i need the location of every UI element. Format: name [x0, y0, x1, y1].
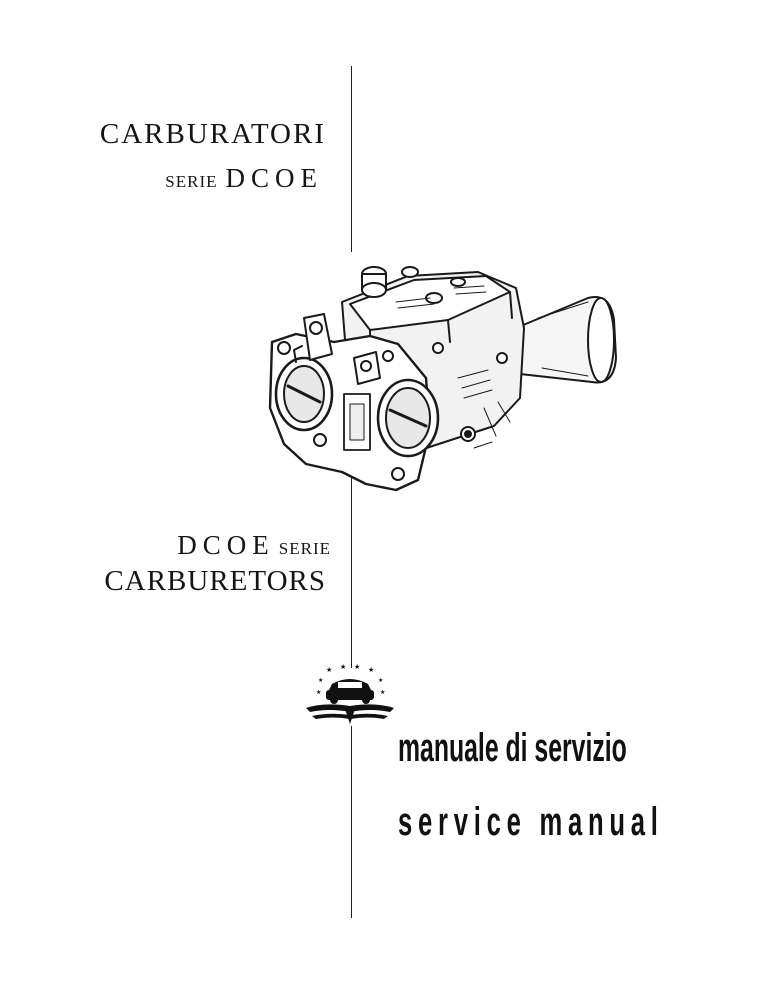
- svg-text:★: ★: [318, 677, 323, 684]
- vertical-divider-top: [351, 66, 352, 252]
- svg-text:★: ★: [378, 677, 383, 684]
- manual-title-italian: manuale di servizio: [398, 726, 627, 770]
- svg-text:★: ★: [354, 663, 360, 671]
- subtitle-english-suffix: SERIE: [278, 539, 331, 558]
- manual-title-english: service manual: [398, 800, 664, 844]
- winged-car-logo: ★ ★ ★ ★ ★ ★ ★ ★: [306, 663, 394, 724]
- svg-text:★: ★: [380, 689, 385, 696]
- subtitle-italian: SERIE DCOE: [165, 163, 323, 198]
- subtitle-english: DCOE SERIE: [177, 530, 331, 565]
- vertical-divider-middle: [351, 466, 352, 668]
- subtitle-english-model: DCOE: [177, 530, 275, 560]
- title-italian: CARBURATORI: [99, 118, 326, 150]
- subtitle-italian-prefix: SERIE: [165, 172, 218, 191]
- svg-text:★: ★: [368, 666, 374, 674]
- carburetor-illustration: [268, 266, 617, 492]
- svg-text:★: ★: [316, 689, 321, 696]
- title-english: CARBURETORS: [104, 565, 326, 597]
- svg-text:★: ★: [340, 663, 346, 671]
- svg-text:★: ★: [326, 666, 332, 674]
- subtitle-italian-model: DCOE: [225, 163, 323, 193]
- vertical-divider-bottom: [351, 726, 352, 918]
